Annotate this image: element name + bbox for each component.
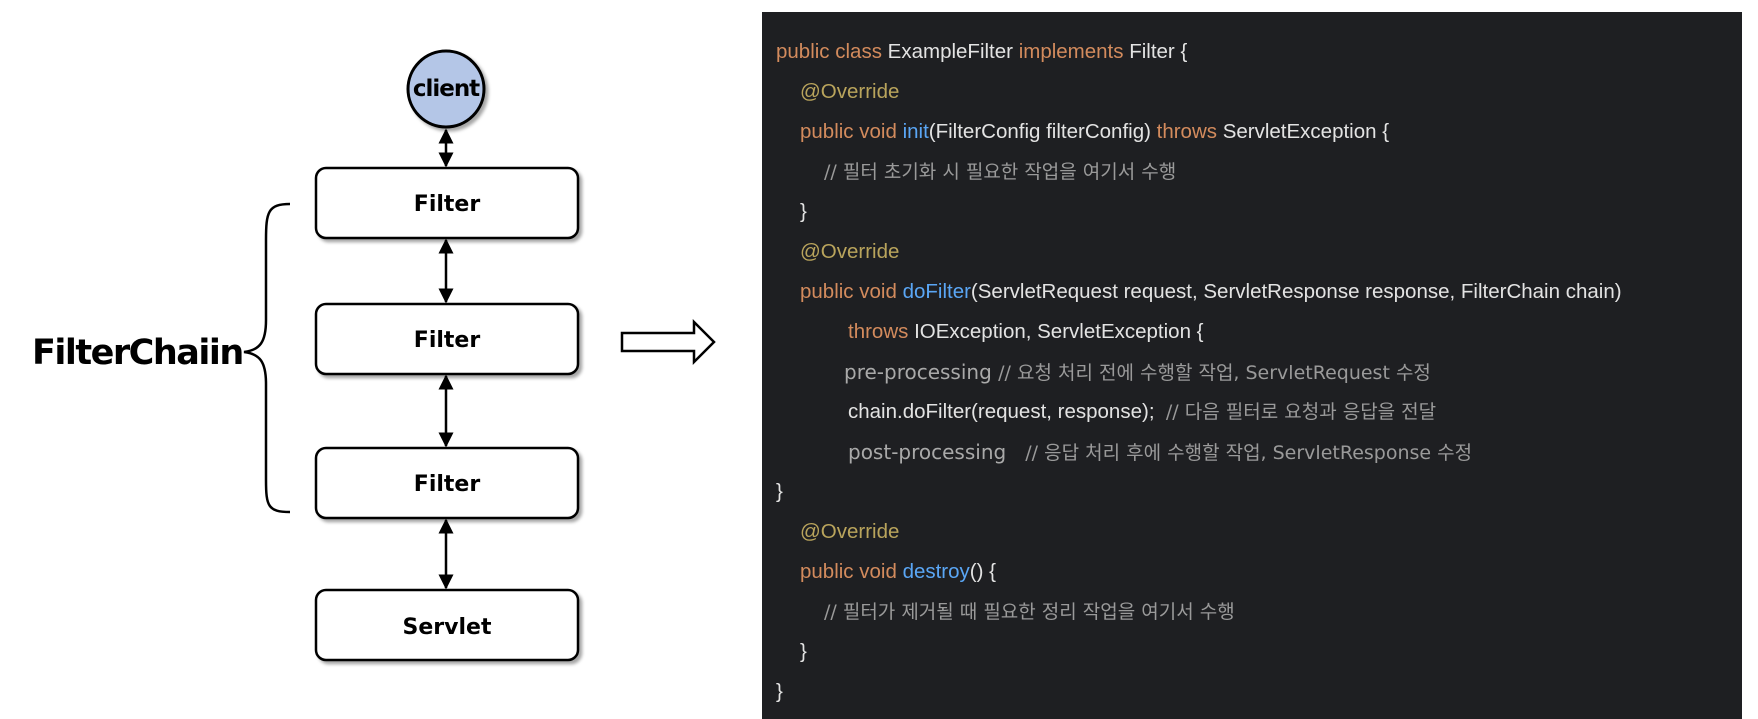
code-keyword: implements (1018, 40, 1130, 63)
code-text: Filter { (1129, 40, 1188, 63)
code-text: IOException, ServletException { (914, 320, 1204, 343)
code-placeholder: pre-processing (844, 360, 999, 384)
servlet-node: Servlet (314, 588, 580, 662)
code-line-throws: throws IOException, ServletException { (776, 312, 1742, 352)
code-comment: // 필터가 제거될 때 필요한 정리 작업을 여기서 수행 (824, 601, 1235, 623)
code-line-init-comment: // 필터 초기화 시 필요한 작업을 여기서 수행 (776, 152, 1742, 192)
code-brace: } (800, 640, 807, 663)
filter-node-1: Filter (314, 166, 580, 240)
code-method-name: doFilter (902, 280, 971, 303)
code-comment: // 다음 필터로 요청과 응답을 전달 (1165, 401, 1437, 423)
code-placeholder: post-processing (848, 440, 1026, 464)
code-class-name: ExampleFilter (887, 40, 1019, 63)
code-annotation: @Override (800, 520, 900, 543)
filter-node-label: Filter (414, 328, 481, 353)
code-line-destroy-comment: // 필터가 제거될 때 필요한 정리 작업을 여기서 수행 (776, 592, 1742, 632)
code-keyword: public class (776, 40, 888, 63)
filter-node-2: Filter (314, 302, 580, 376)
code-text: (ServletRequest request, ServletResponse… (970, 280, 1622, 303)
code-line-close-2: } (776, 472, 1742, 512)
code-line-destroy-decl: public void destroy() { (776, 552, 1742, 592)
code-line-close-3: } (776, 632, 1742, 672)
filter-chain-label: FilterChaiin (32, 333, 243, 373)
code-line-override-3: @Override (776, 512, 1742, 552)
right-arrow-icon (620, 318, 716, 366)
code-method-name: destroy (902, 560, 970, 583)
filter-node-3: Filter (314, 446, 580, 520)
code-annotation: @Override (800, 240, 900, 263)
code-brace: } (776, 680, 783, 703)
code-text: () { (969, 560, 996, 583)
code-annotation: @Override (800, 80, 900, 103)
filter-node-label: Filter (414, 472, 481, 497)
code-line-close-4: } (776, 672, 1742, 712)
code-comment: // 필터 초기화 시 필요한 작업을 여기서 수행 (824, 161, 1177, 183)
filter-chain-brace (243, 202, 291, 514)
code-line-dofilter-decl: public void doFilter(ServletRequest requ… (776, 272, 1742, 312)
client-node: client (406, 49, 486, 129)
code-line-chain-call: chain.doFilter(request, response); // 다음… (776, 392, 1742, 432)
code-line-close-1: } (776, 192, 1742, 232)
filter-node-label: Filter (414, 192, 481, 217)
filter-chain-diagram: client Filter Filter Filter Servlet Filt… (32, 49, 716, 662)
code-line-post-processing: post-processing // 응답 처리 후에 수행할 작업, Serv… (776, 432, 1742, 472)
code-text: chain.doFilter(request, response); (848, 400, 1166, 423)
code-method-name: init (902, 120, 929, 143)
code-keyword: public void (800, 560, 903, 583)
code-keyword: public void (800, 120, 903, 143)
code-line-init-decl: public void init(FilterConfig filterConf… (776, 112, 1742, 152)
code-comment: // 요청 처리 전에 수행할 작업, ServletRequest 수정 (998, 362, 1431, 384)
client-label: client (413, 76, 480, 102)
code-brace: } (776, 480, 783, 503)
code-panel: public class ExampleFilter implements Fi… (762, 12, 1742, 719)
code-keyword: public void (800, 280, 903, 303)
code-keyword: throws (848, 320, 915, 343)
code-line-class-decl: public class ExampleFilter implements Fi… (776, 32, 1742, 72)
code-line-pre-processing: pre-processing // 요청 처리 전에 수행할 작업, Servl… (776, 352, 1742, 392)
code-comment: // 응답 처리 후에 수행할 작업, ServletResponse 수정 (1025, 442, 1473, 464)
code-brace: } (800, 200, 807, 223)
code-line-override-1: @Override (776, 72, 1742, 112)
code-line-override-2: @Override (776, 232, 1742, 272)
code-text: (FilterConfig filterConfig) (928, 120, 1157, 143)
code-keyword: throws (1156, 120, 1223, 143)
servlet-node-label: Servlet (403, 615, 492, 640)
code-text: ServletException { (1222, 120, 1390, 143)
